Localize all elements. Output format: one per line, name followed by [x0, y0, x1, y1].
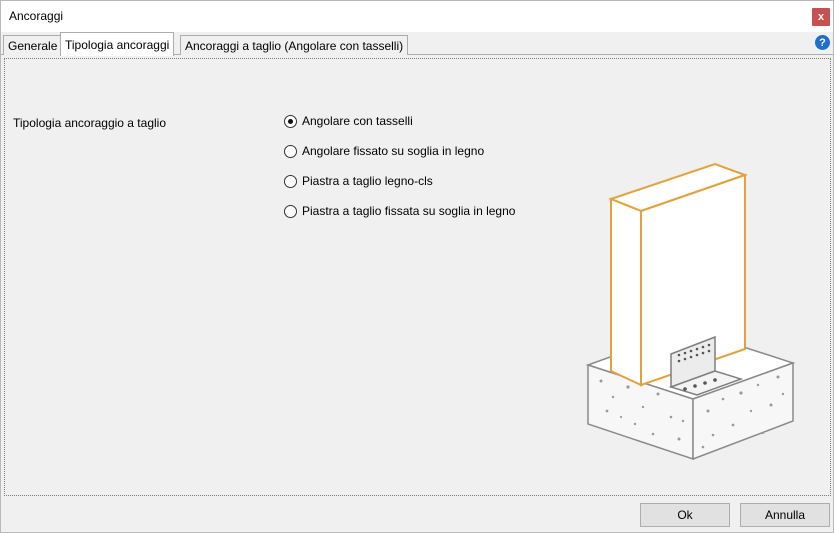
angle-bracket-anchor-icon [585, 162, 796, 461]
tab-tipologia-ancoraggi[interactable]: Tipologia ancoraggi [60, 32, 175, 56]
cancel-button[interactable]: Annulla [740, 503, 830, 527]
radio-button[interactable] [284, 144, 297, 158]
anchor-type-label: Tipologia ancoraggio a taglio [13, 116, 166, 130]
tab-label: Tipologia ancoraggi [65, 37, 170, 52]
ok-button[interactable]: Ok [640, 503, 730, 527]
radio-label: Angolare fissato su soglia in legno [302, 144, 485, 158]
radio-button[interactable] [284, 174, 297, 188]
radio-button-selected[interactable] [284, 114, 297, 128]
window-title: Ancoraggi [9, 9, 64, 23]
content-panel: Tipologia ancoraggio a taglio Angolare c… [4, 58, 831, 496]
tab-strip: Generale Tipologia ancoraggi Ancoraggi a… [1, 32, 833, 56]
radio-piastra-legno-cls[interactable]: Piastra a taglio legno-cls [284, 173, 433, 189]
radio-angolare-con-tasselli[interactable]: Angolare con tasselli [284, 113, 413, 129]
close-button[interactable]: x [812, 8, 830, 26]
radio-angolare-fissato-soglia[interactable]: Angolare fissato su soglia in legno [284, 143, 484, 159]
radio-label: Angolare con tasselli [302, 114, 413, 128]
radio-label: Piastra a taglio legno-cls [302, 174, 433, 188]
help-icon[interactable]: ? [815, 35, 830, 50]
radio-piastra-fissata-soglia[interactable]: Piastra a taglio fissata su soglia in le… [284, 203, 515, 219]
tab-ancoraggi-a-taglio[interactable]: Ancoraggi a taglio (Angolare con tassell… [180, 35, 409, 55]
tab-label: Generale [8, 38, 58, 53]
tab-label: Ancoraggi a taglio (Angolare con tassell… [185, 38, 404, 53]
radio-button[interactable] [284, 204, 297, 218]
tab-generale[interactable]: Generale [3, 35, 63, 55]
radio-label: Piastra a taglio fissata su soglia in le… [302, 204, 516, 218]
close-icon: x [817, 11, 825, 23]
title-bar: Ancoraggi x [1, 1, 833, 32]
